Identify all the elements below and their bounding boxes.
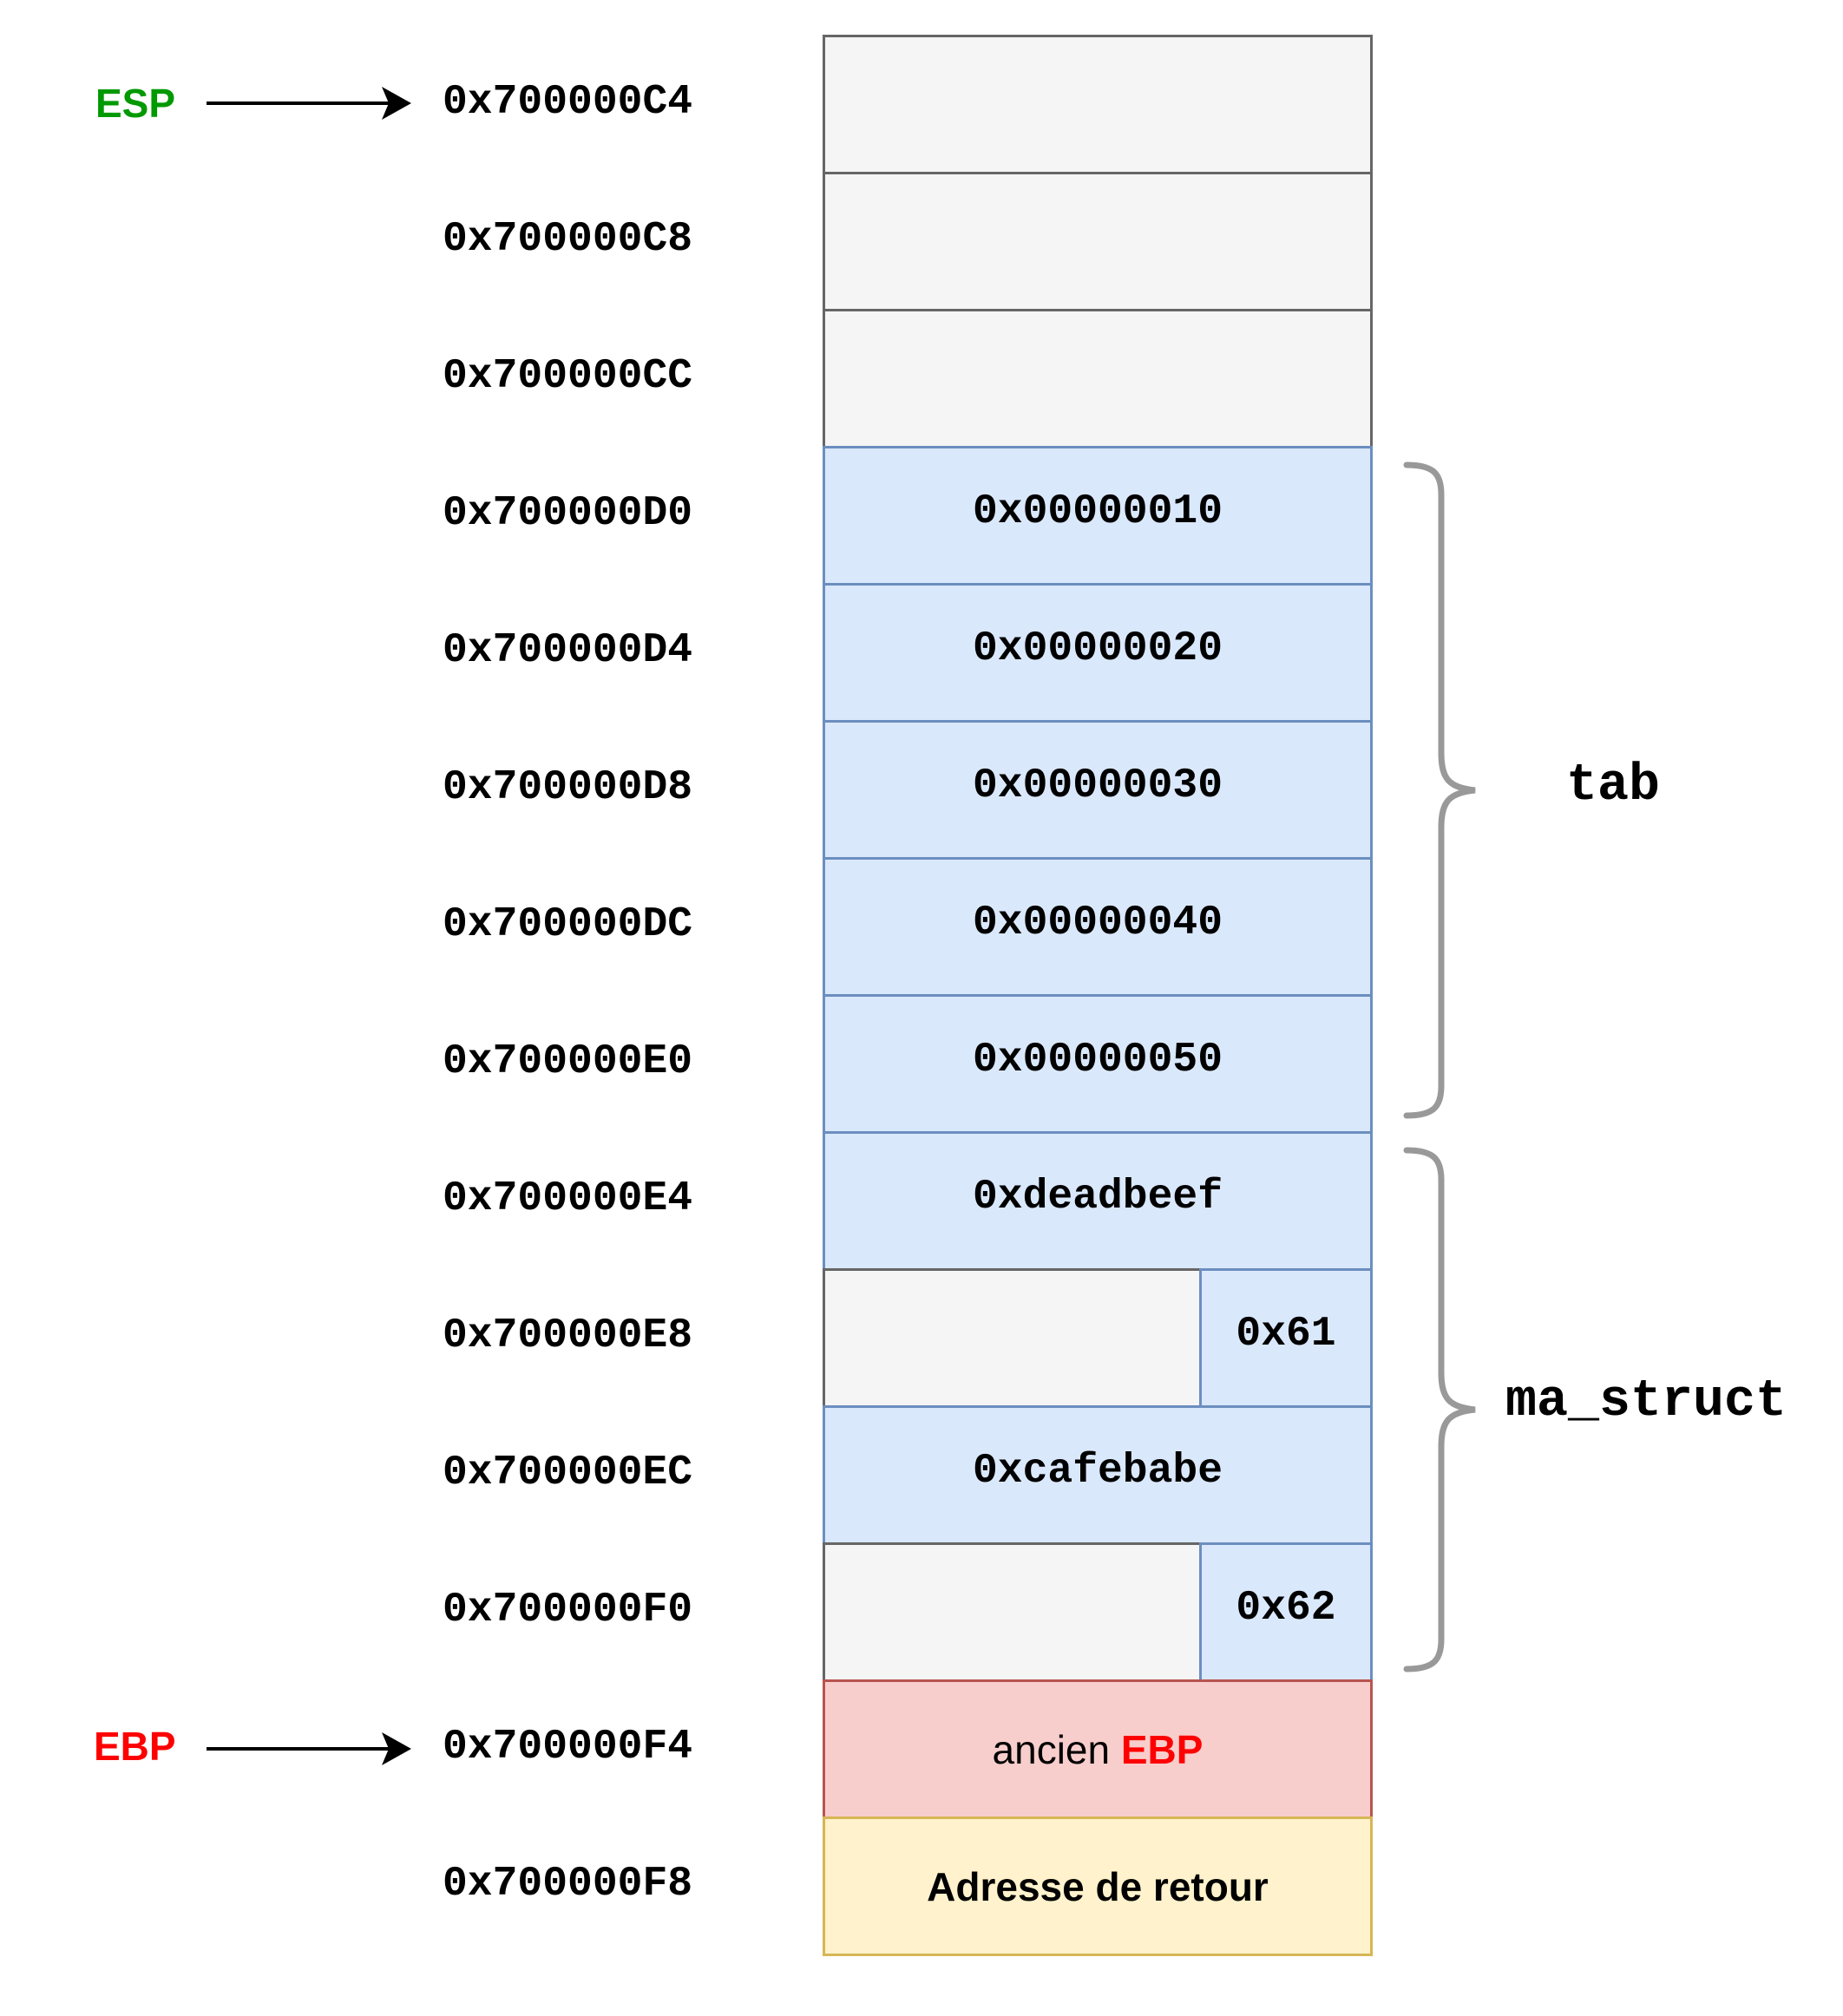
return-address-cell: Adresse de retour: [823, 1816, 1373, 1956]
stack-cell-empty: [823, 309, 1373, 448]
address-label: 0x700000D8: [443, 764, 693, 811]
cell-value: 0x00000030: [972, 762, 1223, 809]
tab-group-label: tab: [1566, 756, 1661, 815]
cell-value: 0x00000010: [972, 488, 1223, 535]
cell-value: 0x62: [1236, 1584, 1336, 1632]
ma-struct-brace: [1403, 1147, 1476, 1672]
address-label: 0x700000F8: [443, 1861, 693, 1908]
ma-struct-group-label: ma_struct: [1505, 1372, 1787, 1431]
cell-value: 0x61: [1236, 1310, 1336, 1358]
struct-field-int-1: 0xdeadbeef: [823, 1131, 1373, 1271]
ebp-arrow: [207, 1732, 411, 1765]
tab-brace: [1403, 461, 1476, 1119]
saved-ebp-text: ancien EBP: [993, 1726, 1204, 1773]
address-label: 0x700000D4: [443, 627, 693, 674]
struct-padding: [823, 1542, 1202, 1682]
cell-value: 0x00000050: [972, 1036, 1223, 1083]
cell-value: 0xdeadbeef: [972, 1173, 1223, 1221]
ebp-label: EBP: [94, 1724, 176, 1769]
struct-field-char-1: 0x61: [1199, 1268, 1373, 1408]
address-label: 0x700000E4: [443, 1175, 693, 1222]
tab-cell-4: 0x00000050: [823, 994, 1373, 1134]
address-label: 0x700000DC: [443, 901, 693, 948]
address-label: 0x700000CC: [443, 353, 693, 400]
saved-ebp-prefix: ancien: [992, 1726, 1121, 1772]
tab-cell-1: 0x00000020: [823, 583, 1373, 723]
tab-cell-2: 0x00000030: [823, 720, 1373, 860]
esp-arrow: [207, 87, 411, 120]
esp-label: ESP: [95, 81, 176, 126]
saved-ebp-register: EBP: [1120, 1726, 1204, 1772]
address-label: 0x700000F0: [443, 1587, 693, 1633]
saved-ebp-cell: ancien EBP: [823, 1679, 1373, 1819]
address-label: 0x700000EC: [443, 1450, 693, 1496]
address-label: 0x700000C4: [443, 79, 693, 126]
struct-field-int-2: 0xcafebabe: [823, 1405, 1373, 1545]
cell-value: 0x00000040: [972, 899, 1223, 946]
stack-cell-empty: [823, 35, 1373, 174]
cell-value: 0xcafebabe: [972, 1447, 1223, 1495]
tab-cell-3: 0x00000040: [823, 857, 1373, 997]
address-label: 0x700000C8: [443, 216, 693, 263]
struct-field-char-2: 0x62: [1199, 1542, 1373, 1682]
cell-value: 0x00000020: [972, 625, 1223, 672]
address-label: 0x700000F4: [443, 1724, 693, 1771]
address-label: 0x700000D0: [443, 490, 693, 537]
address-label: 0x700000E0: [443, 1038, 693, 1085]
address-label: 0x700000E8: [443, 1312, 693, 1359]
return-address-text: Adresse de retour: [927, 1863, 1269, 1909]
